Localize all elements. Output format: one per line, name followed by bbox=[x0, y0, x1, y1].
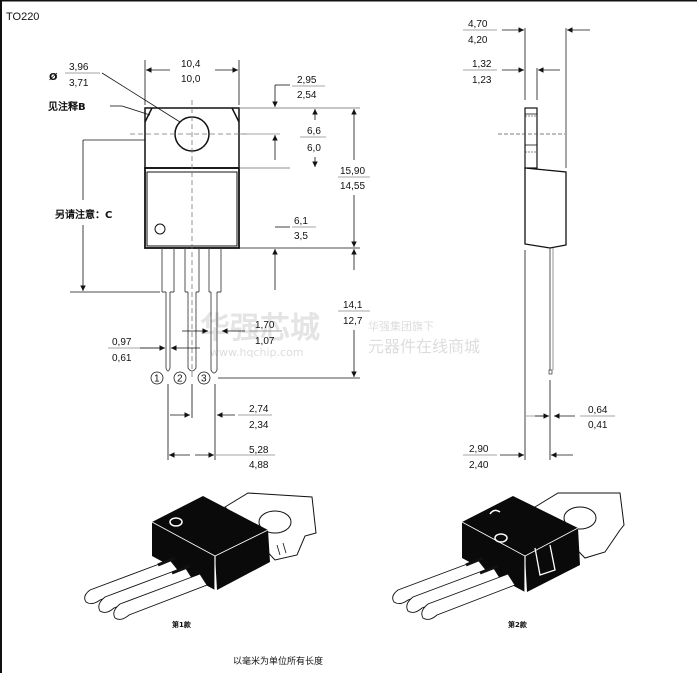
dim-width: 10,4 10,0 bbox=[181, 59, 201, 85]
dim-min: 3,5 bbox=[294, 231, 308, 242]
dim-max: 6,1 bbox=[294, 216, 308, 227]
dim-side-lead-thickness: 0,64 0,41 bbox=[588, 405, 608, 431]
lead-3 bbox=[208, 248, 222, 374]
watermark: 华强芯城 www.hqchip.com 华强集团旗下 元器件在线商城 bbox=[200, 311, 480, 359]
dim-max: 3,96 bbox=[69, 62, 89, 73]
pin-label-1-circle bbox=[150, 371, 164, 385]
dim-tab-top: 2,95 2,54 bbox=[292, 75, 325, 101]
dim-min: 0,61 bbox=[112, 353, 132, 364]
dim-side-thickness: 4,70 4,20 bbox=[463, 19, 497, 46]
side-tab bbox=[524, 107, 538, 169]
dim-min: 1,07 bbox=[255, 336, 275, 347]
front-view bbox=[130, 100, 250, 385]
dim-min: 0,41 bbox=[588, 420, 608, 431]
dim-max: 15,90 bbox=[340, 166, 365, 177]
dim-lead-width-wide: 1,70 1,07 bbox=[249, 320, 282, 347]
dim-min: 4,20 bbox=[468, 35, 488, 46]
dim-max: 1,32 bbox=[472, 59, 492, 70]
note-c-label: 另请注意：C bbox=[55, 208, 112, 221]
dim-max: 2,90 bbox=[469, 444, 489, 455]
pin-label-2: 2 bbox=[177, 374, 183, 385]
dim-hole-diameter: 3,96 3,71 bbox=[69, 62, 89, 89]
package-3d-variant-1 bbox=[84, 492, 317, 620]
package-title: TO220 bbox=[6, 11, 39, 23]
units-note: 以毫米为单位所有长度 bbox=[233, 655, 323, 667]
dim-min: 12,7 bbox=[343, 316, 363, 327]
dim-lead-length: 14,1 12,7 bbox=[338, 300, 370, 327]
dim-min: 2,34 bbox=[249, 420, 269, 431]
dim-max: 6,6 bbox=[307, 126, 321, 137]
package-1-caption: 第1款 bbox=[172, 620, 192, 629]
dim-min: 2,40 bbox=[469, 460, 489, 471]
side-body bbox=[524, 167, 567, 249]
pin-label-3: 3 bbox=[201, 374, 207, 385]
dim-min: 6,0 bbox=[307, 143, 321, 154]
dim-max: 0,64 bbox=[588, 405, 608, 416]
dim-min: 10,0 bbox=[181, 74, 201, 85]
dim-min: 2,54 bbox=[297, 90, 317, 101]
dim-max: 14,1 bbox=[343, 300, 363, 311]
dim-side-lead-offset: 2,90 2,40 bbox=[463, 444, 497, 471]
dim-side-tab-thickness: 1,32 1,23 bbox=[463, 59, 497, 86]
dim-max: 2,95 bbox=[297, 75, 317, 86]
watermark-url: www.hqchip.com bbox=[210, 346, 303, 359]
dim-lead-shoulder: 6,1 3,5 bbox=[292, 216, 316, 242]
tab-chamfer-left bbox=[144, 107, 153, 123]
pin-label-1: 1 bbox=[154, 374, 160, 385]
dim-max: 4,70 bbox=[468, 19, 488, 30]
dim-pitch-total: 5,28 4,88 bbox=[249, 445, 269, 471]
dim-min: 1,23 bbox=[472, 75, 492, 86]
watermark-tagline1: 华强集团旗下 bbox=[368, 319, 434, 333]
dim-min: 4,88 bbox=[249, 460, 269, 471]
lead-1 bbox=[161, 248, 175, 372]
watermark-brand: 华强芯城 bbox=[200, 311, 320, 346]
diameter-symbol: Ø bbox=[49, 71, 58, 83]
package-3d-variant-2 bbox=[392, 492, 625, 620]
dim-min: 3,71 bbox=[69, 78, 89, 89]
side-view bbox=[498, 107, 567, 375]
dim-max: 1,70 bbox=[255, 320, 275, 331]
pin-label-2-circle bbox=[173, 371, 187, 385]
dim-pitch: 2,74 2,34 bbox=[249, 404, 269, 431]
package-2-caption: 第2款 bbox=[508, 620, 528, 629]
side-dimension-lines bbox=[500, 27, 615, 460]
note-b-label: 见注释B bbox=[48, 100, 86, 113]
dim-min: 14,55 bbox=[340, 181, 365, 192]
tab-chamfer-right bbox=[231, 107, 240, 123]
dim-lead-width: 0,97 0,61 bbox=[112, 337, 132, 364]
pin1-marker bbox=[154, 223, 166, 235]
pin-label-3-circle bbox=[197, 371, 211, 385]
dim-body-height: 15,90 14,55 bbox=[338, 166, 370, 192]
lead-2 bbox=[184, 248, 200, 372]
front-dimension-lines bbox=[65, 60, 360, 460]
dim-max: 0,97 bbox=[112, 337, 132, 348]
watermark-tagline2: 元器件在线商城 bbox=[368, 337, 480, 356]
dim-tab-height: 6,6 6,0 bbox=[300, 126, 326, 154]
dim-max: 10,4 bbox=[181, 59, 201, 70]
dim-max: 2,74 bbox=[249, 404, 269, 415]
dim-max: 5,28 bbox=[249, 445, 269, 456]
